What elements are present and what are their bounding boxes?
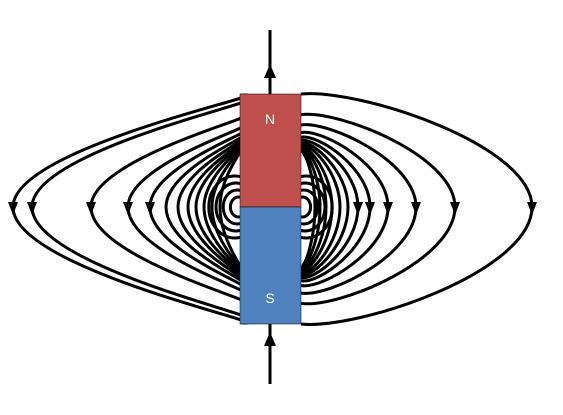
left-field-loop [164,134,244,284]
bar-magnet: N S [239,93,302,325]
left-field-arrowhead [27,202,37,215]
left-field-loop [218,149,243,269]
left-field-lines [8,93,263,325]
right-field-arrowhead [365,202,375,215]
right-field-arrowhead [353,202,363,215]
left-field-arrowhead [86,202,96,215]
left-field-loop [202,144,243,274]
right-field-arrowhead [527,202,537,215]
left-field-arrowhead [123,202,133,215]
right-field-lines [278,92,537,326]
left-field-loop [210,146,243,272]
bottom-axis-arrowhead [264,332,276,346]
left-field-loop [176,137,244,281]
south-pole-label: S [265,290,274,306]
left-field-loop [194,142,243,276]
right-field-loop [299,150,317,268]
south-pole [239,206,302,325]
right-field-arrowhead [383,202,393,215]
central-axis-field-line [264,30,276,384]
left-field-loop [186,140,244,278]
left-field-arrowhead [8,202,18,215]
right-field-loop [300,141,350,277]
right-field-loop [300,143,342,275]
top-axis-arrowhead [264,64,276,78]
right-field-arrowhead [411,202,421,215]
left-field-arrowhead [145,202,155,215]
right-field-loop [299,149,322,269]
right-field-arrowhead [450,202,460,215]
north-pole-label: N [265,111,275,127]
